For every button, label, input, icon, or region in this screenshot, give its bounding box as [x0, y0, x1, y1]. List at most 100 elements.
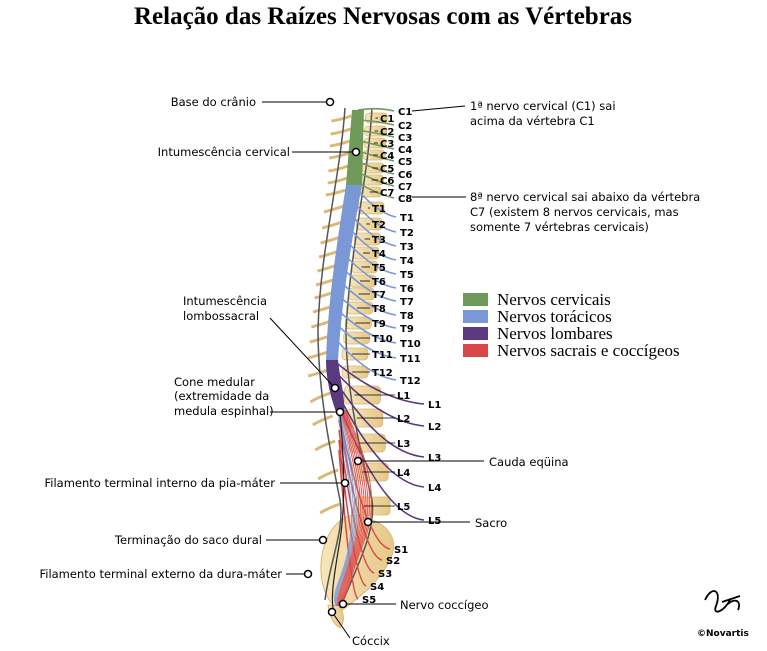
nerve-root — [345, 240, 397, 275]
legend-label: Nervos torácicos — [497, 307, 612, 326]
page-title: Relação das Raízes Nervosas com as Vérte… — [134, 3, 632, 30]
vertebra-label: T6 — [372, 277, 386, 288]
vertebra-label: T10 — [372, 334, 393, 345]
label-coccix: Cóccix — [352, 634, 390, 648]
spinous-process — [321, 220, 343, 230]
nerve-label: T12 — [400, 376, 421, 387]
cord-thoracic — [326, 185, 362, 360]
label-intumescencia-cervical: Intumescência cervical — [158, 145, 290, 159]
nerve-label: T3 — [400, 242, 414, 253]
cauda-fiber — [334, 409, 353, 607]
nerve-label: S4 — [370, 582, 384, 593]
spinous-process — [329, 139, 351, 148]
right-annotation-lines — [331, 105, 484, 639]
cauda-fiber — [338, 409, 363, 607]
label-c8-note-1: 8ª nervo cervical sai abaixo da vértebra — [470, 190, 700, 204]
vertebra-label: T8 — [372, 304, 386, 315]
nerve-label: L1 — [428, 400, 441, 411]
label-sacro: Sacro — [475, 516, 507, 530]
label-filamento-externo: Filamento terminal externo da dura-máter — [39, 567, 282, 581]
nerve-label: C4 — [398, 145, 412, 156]
vertebra-label: L2 — [397, 414, 410, 425]
spinous-process — [307, 368, 329, 378]
vertebra-labels: C1C2C3C4C5C6C7T1T2T3T4T5T6T7T8T9T10T11T1… — [351, 114, 410, 513]
nerve-root — [348, 212, 397, 247]
nerve-label: C3 — [398, 133, 412, 144]
nerve-label: T4 — [400, 256, 414, 267]
label-c8-note-2: C7 (existem 8 nervos cervicais, mas — [470, 205, 679, 219]
nerve-label: T7 — [400, 297, 414, 308]
cord-cervical — [346, 110, 364, 185]
vertebra-label: C7 — [380, 188, 394, 199]
cauda-fiber — [340, 409, 373, 607]
vertebra-label: L4 — [397, 468, 410, 479]
dural-sac-outline — [317, 107, 346, 601]
nerve-label: S3 — [378, 569, 392, 580]
vertebra-label: T2 — [372, 220, 386, 231]
spinous-process — [314, 439, 336, 452]
spinous-process — [317, 468, 339, 481]
cauda-fiber — [335, 409, 356, 607]
nerve-root — [357, 107, 395, 112]
nerve-label: T1 — [400, 213, 414, 224]
nerve-label: L2 — [428, 422, 441, 433]
nerve-label: T9 — [400, 324, 414, 335]
nerve-root — [355, 139, 395, 150]
spinous-process — [309, 391, 331, 404]
cauda-fiber — [336, 409, 358, 607]
label-intumescencia-lombo-2: lombossacral — [183, 309, 259, 323]
nerve-label: L3 — [428, 453, 441, 464]
legend-label: Nervos sacrais e coccígeos — [497, 341, 680, 360]
vertebra-label: T7 — [372, 290, 386, 301]
cauda-fiber — [339, 409, 371, 607]
nerve-root — [353, 179, 395, 199]
spinous-process — [323, 204, 345, 214]
vertebra-label: T12 — [372, 368, 393, 379]
label-filamento-interno: Filamento terminal interno da pia-máter — [44, 476, 275, 490]
spinous-process — [319, 502, 341, 515]
spinous-process — [309, 334, 331, 344]
nerve-label: C1 — [398, 107, 412, 118]
vertebra-label: C5 — [380, 164, 394, 175]
spinous-process — [330, 127, 352, 136]
legend-swatch — [463, 344, 488, 357]
label-c1-note-2: acima da vértebra C1 — [470, 114, 595, 128]
vertebra-label: T4 — [372, 249, 386, 260]
nerve-root — [347, 226, 397, 261]
netter-signature — [704, 590, 741, 613]
label-cone-1: Cone medular — [174, 375, 255, 389]
nerve-label: C8 — [398, 194, 412, 205]
nerve-label: T11 — [400, 354, 421, 365]
nerve-label: S2 — [386, 556, 400, 567]
nerve-label: S1 — [394, 545, 408, 556]
label-cauda-equina: Cauda eqüina — [489, 455, 569, 469]
vertebra-label: L1 — [397, 391, 410, 402]
nerve-label: T6 — [400, 284, 414, 295]
cauda-fiber — [334, 409, 354, 607]
nerve-root — [335, 338, 397, 381]
nerve-root — [344, 254, 397, 289]
nerve-root — [336, 324, 397, 359]
nerve-label: C6 — [398, 170, 412, 181]
spinous-process — [327, 176, 349, 185]
signature-text: ©Novartis — [697, 629, 749, 639]
vertebra-label: L3 — [397, 439, 410, 450]
nerve-label: T8 — [400, 311, 414, 322]
vertebra-label: T5 — [372, 263, 386, 274]
spinous-process — [328, 151, 350, 160]
legend-label: Nervos cervicais — [497, 290, 611, 309]
spinous-process — [325, 188, 347, 197]
filum-terminale — [331, 411, 345, 613]
vertebra-label: T9 — [372, 319, 386, 330]
spinous-process — [307, 350, 329, 360]
nerve-root — [339, 296, 397, 329]
label-intumescencia-lombo-1: Intumescência — [183, 294, 267, 308]
nerve-label: S5 — [362, 595, 376, 606]
vertebra-label: T3 — [372, 235, 386, 246]
nerve-root — [338, 310, 397, 344]
label-cone-2: (extremidade da — [174, 389, 269, 403]
cauda-fiber — [337, 409, 360, 607]
marker-points — [303, 97, 373, 617]
